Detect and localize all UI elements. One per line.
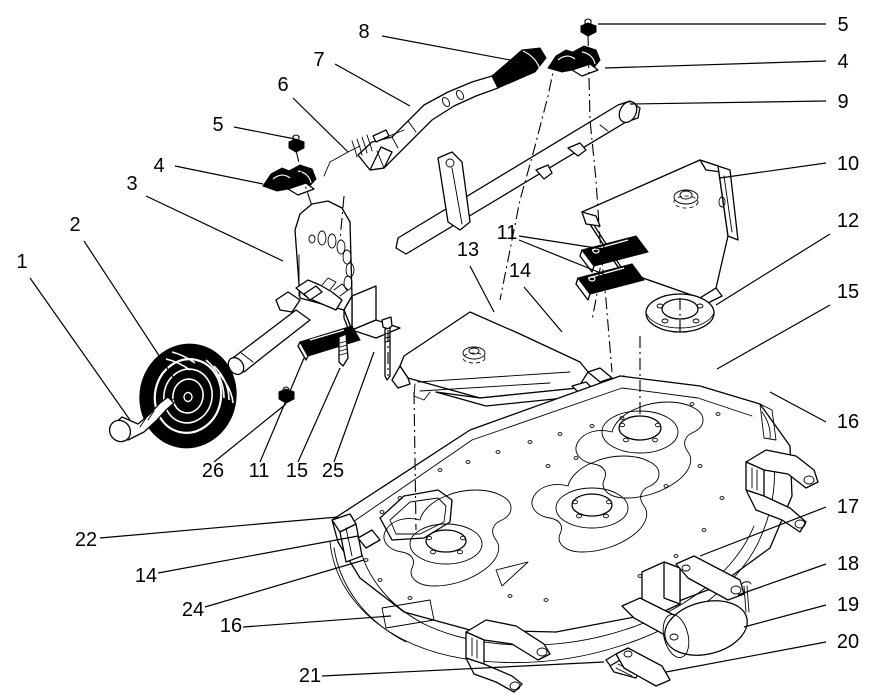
axle-bolt bbox=[108, 391, 187, 443]
callout-label-22: 22 bbox=[75, 529, 97, 551]
leader-line-16-lower bbox=[242, 615, 392, 628]
callout-label-5-right: 5 bbox=[837, 14, 848, 36]
spindle-assembly-2 bbox=[531, 455, 660, 553]
leader-line-9 bbox=[629, 100, 827, 105]
leader-line-7 bbox=[334, 63, 411, 107]
callout-label-11-upper: 11 bbox=[497, 222, 518, 244]
leader-line-6 bbox=[292, 97, 349, 153]
leader-line-26 bbox=[213, 403, 287, 463]
callout-label-16-right: 16 bbox=[837, 411, 859, 433]
callout-label-11-lower: 11 bbox=[249, 460, 270, 482]
leader-line-17 bbox=[699, 506, 827, 557]
leader-line-14-lower bbox=[157, 535, 359, 574]
triangular-shield-left bbox=[391, 311, 613, 407]
callout-label-25: 25 bbox=[322, 460, 344, 482]
leader-line-21 bbox=[321, 661, 605, 677]
roller-assembly bbox=[605, 555, 752, 687]
callout-label-26: 26 bbox=[202, 460, 224, 482]
callout-label-17: 17 bbox=[837, 496, 859, 518]
callout-label-16-lower: 16 bbox=[220, 615, 242, 637]
leader-line-11-lower bbox=[259, 357, 305, 463]
leader-line-10 bbox=[719, 162, 827, 179]
leader-line-2 bbox=[83, 240, 176, 381]
leader-line-19 bbox=[743, 604, 827, 628]
callout-label-14-lower: 14 bbox=[135, 565, 157, 587]
leader-line-18 bbox=[737, 563, 827, 596]
callout-label-24: 24 bbox=[182, 599, 204, 621]
callout-label-7: 7 bbox=[313, 49, 324, 71]
callout-label-4-left: 4 bbox=[153, 155, 164, 177]
callout-label-10: 10 bbox=[837, 153, 859, 175]
callout-label-4-right: 4 bbox=[837, 51, 848, 73]
callout-label-13: 13 bbox=[457, 239, 479, 261]
callout-layer: 1 2 3 4 5 6 7 8 5 4 9 10 bbox=[16, 14, 859, 687]
callout-label-21: 21 bbox=[299, 665, 321, 687]
leader-line-24 bbox=[204, 559, 365, 608]
leader-line-1 bbox=[29, 277, 131, 421]
caster-wheel bbox=[139, 343, 237, 449]
callout-label-12: 12 bbox=[837, 210, 859, 232]
callout-label-8: 8 bbox=[358, 21, 369, 43]
leader-line-14-middle bbox=[523, 286, 563, 333]
leader-line-25 bbox=[333, 351, 375, 463]
leader-line-3 bbox=[145, 195, 284, 262]
callout-label-19: 19 bbox=[837, 594, 859, 616]
cross-tube bbox=[395, 100, 641, 255]
leader-line-20 bbox=[665, 641, 827, 673]
leader-line-22 bbox=[99, 516, 339, 539]
leader-line-11-upper-a bbox=[518, 235, 629, 254]
callout-label-18: 18 bbox=[837, 553, 859, 575]
leader-line-5-left bbox=[233, 126, 296, 140]
centerlines bbox=[295, 33, 681, 531]
leader-line-13 bbox=[469, 265, 495, 313]
leader-line-15-lower bbox=[297, 367, 341, 463]
clip-nut-left bbox=[262, 134, 317, 196]
leader-line-8 bbox=[381, 35, 511, 61]
deck-hanger-arm-left bbox=[465, 619, 551, 693]
callout-label-1: 1 bbox=[16, 251, 27, 273]
callout-label-15-lower: 15 bbox=[286, 460, 308, 482]
leader-line-11-upper-b bbox=[518, 239, 619, 281]
spring-part bbox=[347, 129, 405, 158]
leader-line-16-right bbox=[769, 391, 827, 423]
callout-label-14-middle: 14 bbox=[509, 260, 531, 282]
leader-line-4-left bbox=[174, 165, 264, 185]
deck-hanger-arm-right bbox=[745, 449, 819, 533]
callout-label-5-left: 5 bbox=[212, 114, 223, 136]
callout-label-2: 2 bbox=[69, 214, 80, 236]
clip-nut-upper-right bbox=[547, 18, 601, 77]
callout-label-15-right: 15 bbox=[837, 281, 859, 303]
callout-label-3: 3 bbox=[126, 173, 137, 195]
callout-label-6: 6 bbox=[277, 74, 288, 96]
callout-label-20: 20 bbox=[837, 631, 859, 653]
handle-lever-assembly bbox=[323, 47, 547, 177]
leader-line-12 bbox=[715, 233, 831, 306]
wheel-fork-arm bbox=[227, 277, 349, 376]
spindle-assembly-3 bbox=[383, 489, 512, 587]
callout-label-9: 9 bbox=[837, 91, 848, 113]
deck-fasteners bbox=[363, 402, 725, 602]
leader-line-4-right bbox=[604, 60, 827, 69]
small-hardware-group bbox=[278, 316, 393, 404]
leader-line-15-right bbox=[716, 304, 831, 370]
